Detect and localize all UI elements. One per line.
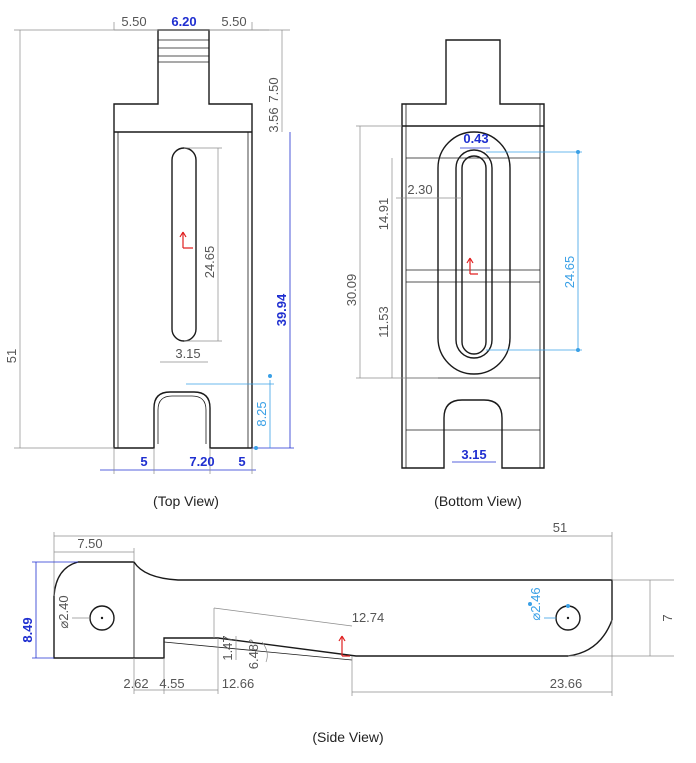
bottom-view-caption: (Bottom View): [434, 493, 522, 509]
dim-angle-arc: [261, 641, 268, 663]
dim-height-left: 8.49: [20, 617, 35, 642]
dim-d: 23.66: [550, 676, 583, 691]
top-view-notch-inner: [157, 395, 207, 444]
dim-slot-gap: 0.43: [463, 131, 488, 146]
side-view: 51 7.50 ⌀2.40 8.49 ⌀2.46 7 12.74 1.47 6.…: [20, 520, 675, 745]
bottom-view: 0.43 2.30 14.91 30.09 11.53 24.65 3.15 (…: [344, 39, 582, 509]
dim-hole-left: ⌀2.40: [56, 595, 71, 628]
bottom-view-slot-outer: [437, 131, 511, 375]
dim-bottom-right: 5: [238, 454, 245, 469]
dim-wall: 2.30: [407, 182, 432, 197]
dim-slot-width: 3.15: [175, 346, 200, 361]
dim-point-icon: [528, 602, 532, 606]
origin-marker-icon: [466, 257, 478, 275]
dim-line: [213, 607, 353, 627]
dim-lower: 11.53: [376, 306, 391, 338]
dim-hole-right: ⌀2.46: [528, 587, 543, 620]
top-view-outline: [113, 29, 253, 449]
dim-overall: 30.09: [344, 274, 359, 307]
dim-tab-width: 6.20: [171, 14, 196, 29]
dim-tab-height: 7.50: [266, 77, 281, 102]
side-view-caption: (Side View): [312, 729, 383, 745]
dim-point-icon: [576, 150, 580, 154]
dim-c: 12.66: [222, 676, 255, 691]
dim-slot-length: 24.65: [562, 256, 577, 289]
bottom-view-outline: [401, 39, 545, 469]
dim-rise: 1.47: [220, 635, 235, 660]
origin-marker-icon: [179, 231, 193, 249]
dim-head: 7.50: [77, 536, 102, 551]
dim-point-icon: [566, 604, 570, 608]
side-view-ramp-line: [163, 641, 353, 661]
dim-notch-depth: 8.25: [254, 401, 269, 426]
bottom-view-slot-inner: [461, 155, 487, 355]
dim-tab-right: 5.50: [221, 14, 246, 29]
dim-tab-left: 5.50: [121, 14, 146, 29]
dim-overall-length: 51: [4, 349, 19, 363]
dim-body-length: 39.94: [274, 293, 289, 326]
dim-a: 2.62: [123, 676, 148, 691]
dim-length: 51: [553, 520, 567, 535]
top-view: 5.50 6.20 5.50 7.50 3.56 51 24.65 3.15 3…: [4, 14, 294, 509]
dim-slot-width: 3.15: [461, 447, 486, 462]
top-view-caption: (Top View): [153, 493, 219, 509]
dim-angle: 6.48°: [246, 639, 261, 670]
dim-point-icon: [576, 348, 580, 352]
dim-step: 3.56: [266, 107, 281, 132]
origin-marker-icon: [338, 635, 350, 657]
dim-ramp: 12.74: [352, 610, 385, 625]
bottom-view-slot-middle: [455, 149, 493, 359]
dim-bottom-left: 5: [140, 454, 147, 469]
dim-b: 4.55: [159, 676, 184, 691]
dim-slot-length: 24.65: [202, 246, 217, 279]
dim-notch-width: 7.20: [189, 454, 214, 469]
dim-upper: 14.91: [376, 198, 391, 231]
top-view-slot: [171, 147, 197, 342]
dim-point-icon: [268, 374, 272, 378]
hole-center-icon: [566, 616, 570, 620]
hole-center-icon: [100, 616, 104, 620]
side-view-outline: [53, 561, 613, 659]
dim-height-right: 7: [660, 614, 675, 621]
dim-point-icon: [254, 446, 258, 450]
